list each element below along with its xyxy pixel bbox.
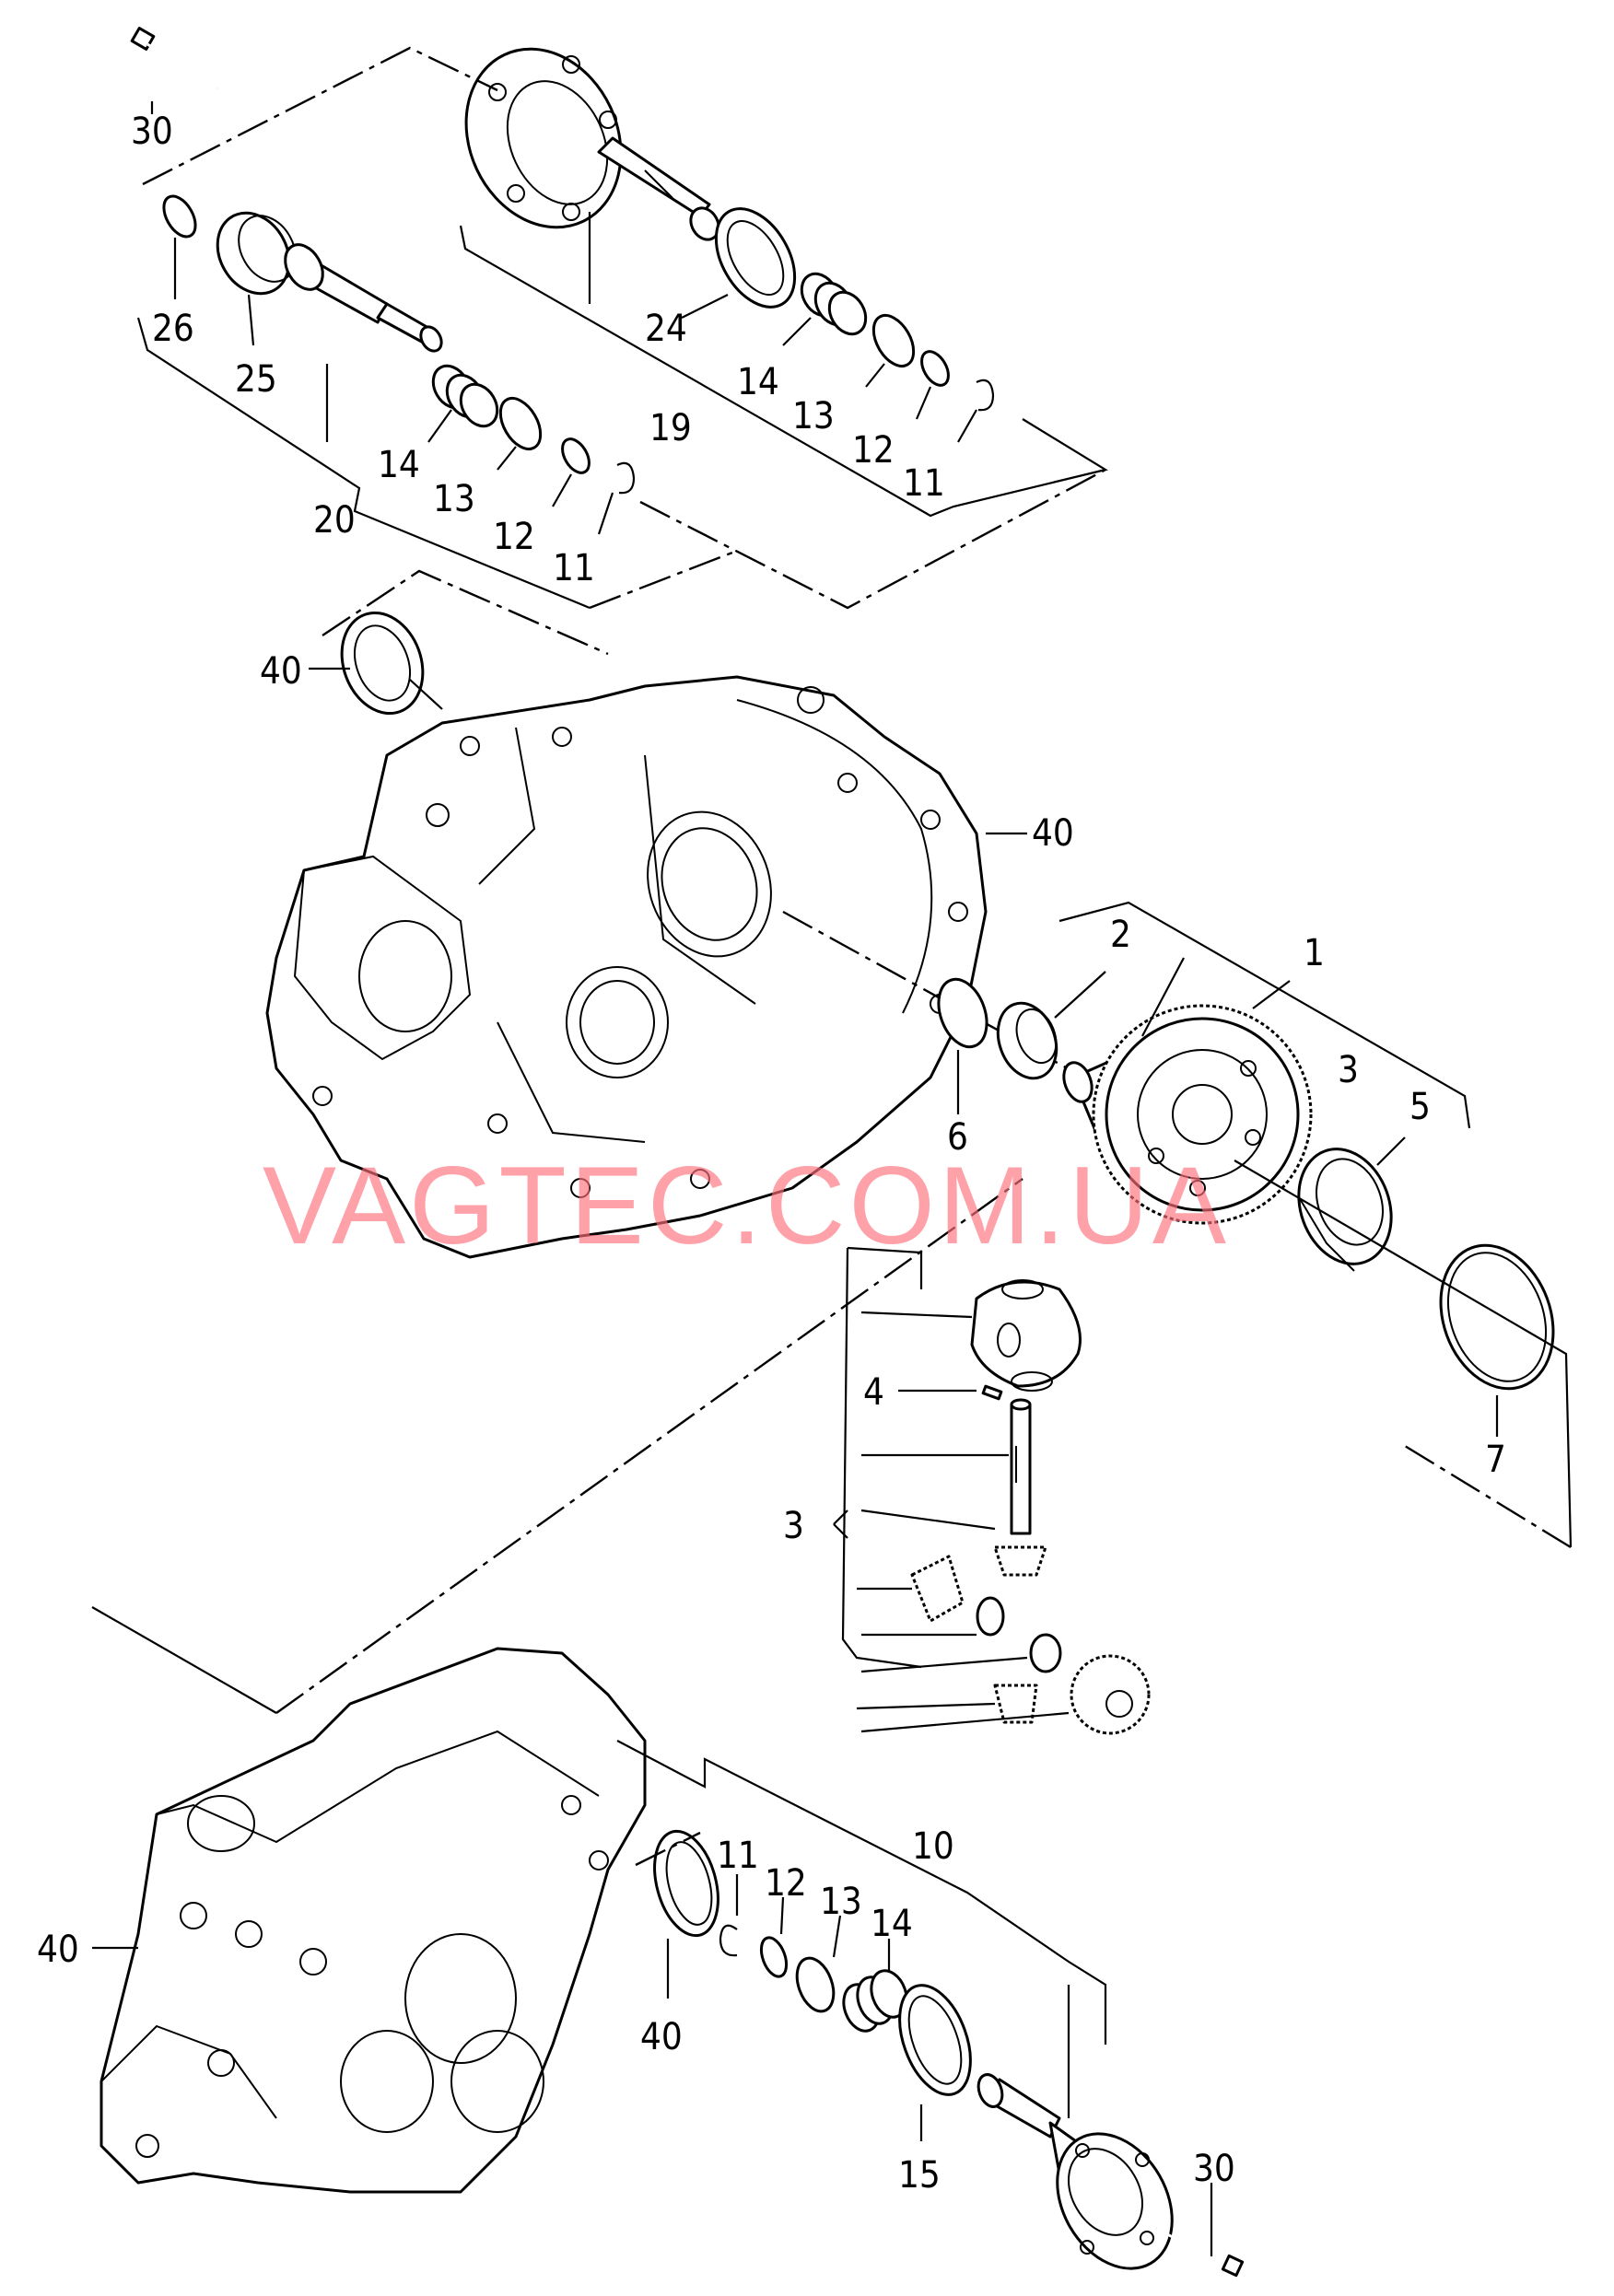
callout-1: 1 bbox=[1304, 932, 1325, 974]
callout-30-bottom: 30 bbox=[1193, 2148, 1235, 2190]
callout-5: 5 bbox=[1409, 1086, 1431, 1128]
side-gear-left bbox=[910, 1555, 965, 1623]
differential-housing-with-gear-1 bbox=[1062, 1004, 1313, 1225]
seal-40-top bbox=[340, 611, 425, 716]
circlip-11-left bbox=[616, 461, 636, 495]
callout-6: 6 bbox=[947, 1116, 968, 1159]
circlip-26 bbox=[162, 194, 197, 239]
callout-24: 24 bbox=[645, 308, 687, 350]
seal-ring-24 bbox=[714, 207, 797, 309]
washer-12-left bbox=[561, 437, 591, 474]
callout-13-a: 13 bbox=[433, 478, 475, 520]
callout-12-a: 12 bbox=[493, 516, 535, 558]
ring-13-upper bbox=[871, 314, 916, 367]
spring-14-left bbox=[431, 364, 499, 428]
diff-cage bbox=[970, 1279, 1082, 1392]
callout-2: 2 bbox=[1110, 914, 1131, 956]
callout-10: 10 bbox=[912, 1825, 954, 1868]
pin-4 bbox=[981, 1384, 1003, 1401]
taper-bearing-2 bbox=[996, 1001, 1058, 1080]
side-gear-right bbox=[1070, 1654, 1151, 1735]
pinion-gear-lower bbox=[993, 1684, 1038, 1724]
callout-14-b: 14 bbox=[737, 361, 779, 403]
callout-40-seal: 40 bbox=[260, 650, 302, 693]
callout-40-case-right: 40 bbox=[1032, 812, 1074, 855]
lower-housing-group bbox=[92, 1647, 1245, 2278]
top-flange-assembly bbox=[130, 27, 1108, 610]
stub-shaft-20 bbox=[284, 243, 443, 353]
callout-3-left: 3 bbox=[783, 1505, 804, 1547]
callout-40-case-left: 40 bbox=[37, 1929, 79, 1971]
callout-labels: 30 26 25 20 14 13 12 11 24 14 19 13 12 1… bbox=[37, 111, 1506, 2197]
circlip-11-upper bbox=[976, 379, 995, 412]
spring-14-upper bbox=[800, 272, 868, 336]
callout-20: 20 bbox=[313, 499, 356, 542]
transmission-housing-lower bbox=[99, 1647, 647, 2194]
callout-40-seal-bottom: 40 bbox=[640, 2016, 683, 2058]
pinion-gear-upper bbox=[993, 1545, 1047, 1577]
callout-11-a: 11 bbox=[553, 547, 595, 589]
callout-25: 25 bbox=[235, 358, 277, 401]
callout-3-right: 3 bbox=[1338, 1049, 1359, 1091]
ring-13-left bbox=[498, 397, 543, 450]
differential-internals-3 bbox=[833, 1246, 1151, 1735]
output-flange-10 bbox=[977, 2073, 1174, 2270]
seal-ring-15 bbox=[898, 1984, 972, 2096]
diff-shaft bbox=[1010, 1398, 1032, 1535]
transmission-housing-upper bbox=[265, 675, 988, 1259]
callout-7: 7 bbox=[1485, 1439, 1506, 1481]
bolt-30-top bbox=[130, 27, 218, 90]
callout-13-b: 13 bbox=[792, 395, 835, 437]
thrust-washer-2 bbox=[1029, 1633, 1062, 1673]
shim-7 bbox=[1439, 1243, 1555, 1391]
callout-14-c: 14 bbox=[871, 1903, 913, 1945]
callout-12-b: 12 bbox=[852, 429, 895, 472]
callout-12-c: 12 bbox=[765, 1862, 807, 1905]
callout-14-a: 14 bbox=[378, 444, 420, 486]
washer-12-bottom bbox=[759, 1936, 789, 1978]
output-flange-19 bbox=[464, 47, 720, 241]
bearing-25 bbox=[216, 211, 297, 296]
callout-19: 19 bbox=[649, 407, 692, 449]
callout-30-top: 30 bbox=[131, 111, 173, 153]
differential-group bbox=[782, 901, 1573, 1735]
thrust-washer bbox=[976, 1596, 1005, 1637]
upper-housing-group bbox=[265, 569, 1027, 1259]
callout-15: 15 bbox=[898, 2154, 941, 2197]
watermark-text: VAGTEC.COM.UA bbox=[263, 1144, 1230, 1267]
bolt-30-bottom bbox=[1155, 2227, 1245, 2278]
callout-4: 4 bbox=[863, 1371, 884, 1414]
circlip-11-bottom bbox=[719, 1924, 738, 1957]
ring-13-bottom bbox=[795, 1956, 836, 2013]
spring-14-bottom bbox=[842, 1969, 908, 2033]
callout-26: 26 bbox=[152, 308, 194, 350]
shim-6 bbox=[937, 977, 988, 1049]
callout-13-c: 13 bbox=[820, 1881, 862, 1923]
taper-bearing-5 bbox=[1297, 1148, 1393, 1272]
callout-11-b: 11 bbox=[903, 462, 945, 505]
washer-12-upper bbox=[920, 350, 950, 387]
seal-40-bottom bbox=[653, 1829, 719, 1938]
callout-11-c: 11 bbox=[717, 1835, 759, 1877]
